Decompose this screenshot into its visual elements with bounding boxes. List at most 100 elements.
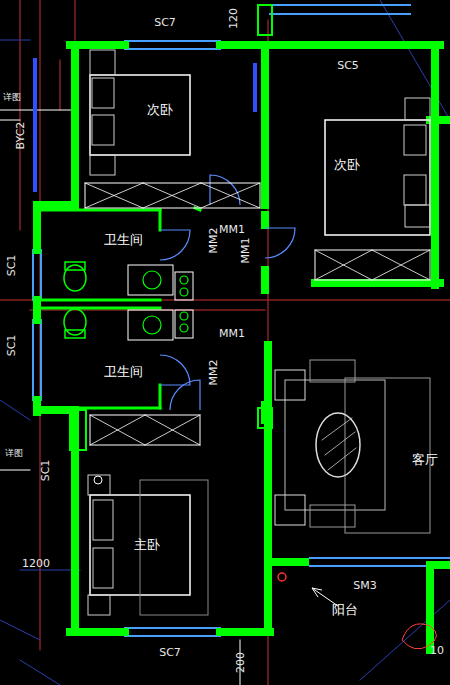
wardrobe-mark xyxy=(90,415,145,445)
drain xyxy=(94,476,102,484)
plan-label: MM1 xyxy=(219,328,245,339)
wall xyxy=(268,558,305,566)
nightstand xyxy=(88,475,110,495)
wardrobe xyxy=(85,183,430,445)
plan-label: 120 xyxy=(228,8,239,29)
pillow xyxy=(93,500,113,540)
window-symbol xyxy=(253,65,257,110)
plan-label: 详图 xyxy=(5,449,23,458)
axis-line xyxy=(20,0,21,230)
room-name: 卫生间 xyxy=(104,363,143,381)
wall xyxy=(431,45,439,285)
side-table xyxy=(275,370,305,525)
bed xyxy=(90,75,190,155)
wall xyxy=(70,628,125,636)
room: 主卧 xyxy=(80,450,260,625)
drain xyxy=(278,573,286,581)
nightstand xyxy=(405,98,430,120)
room-name: 客厅 xyxy=(412,451,438,469)
pillow xyxy=(404,125,426,155)
table-hatch xyxy=(325,432,355,455)
window-symbol xyxy=(270,13,410,15)
pillow xyxy=(92,115,114,145)
side-table xyxy=(275,370,305,400)
basin xyxy=(143,271,161,289)
room-name: 主卧 xyxy=(134,536,160,554)
wardrobe xyxy=(315,250,430,280)
room-name: 次卧 xyxy=(147,101,173,119)
partition-wall xyxy=(159,385,162,408)
coffee-table xyxy=(316,413,360,477)
plan-label: MM2 xyxy=(208,359,219,385)
wall xyxy=(37,201,75,209)
door-swing xyxy=(210,175,240,205)
axis-line xyxy=(60,60,61,110)
door-swing xyxy=(170,380,200,410)
nightstand xyxy=(90,50,115,75)
window-symbol xyxy=(125,48,220,50)
plan-label: SM3 xyxy=(353,580,376,591)
wardrobe-mark xyxy=(85,183,430,445)
wall xyxy=(261,215,269,225)
guide-line xyxy=(0,620,40,640)
guide-line xyxy=(380,0,450,120)
toilet xyxy=(64,265,86,291)
leader-line xyxy=(0,120,20,121)
guide-line xyxy=(360,600,450,680)
window-symbol xyxy=(35,60,255,190)
plan-label: SC7 xyxy=(154,17,176,28)
plan-label: 详图 xyxy=(3,93,21,102)
basin xyxy=(143,316,161,334)
wardrobe-mark xyxy=(143,183,201,208)
room: 卫生间 xyxy=(42,213,157,298)
basin xyxy=(180,312,188,320)
plan-label: 1200 xyxy=(22,558,50,569)
wall xyxy=(37,45,450,650)
wall xyxy=(426,565,434,650)
basin xyxy=(180,288,188,296)
wardrobe xyxy=(90,415,200,445)
wall xyxy=(264,345,272,632)
room-name: 阳台 xyxy=(332,601,358,619)
partition-wall xyxy=(40,407,160,410)
table-hatch xyxy=(322,418,352,440)
vanity xyxy=(175,272,193,300)
wardrobe-mark xyxy=(85,183,143,208)
wall xyxy=(71,410,79,632)
bed xyxy=(90,75,430,595)
plan-label: MM1 xyxy=(240,237,251,263)
basin xyxy=(180,276,188,284)
axis-line xyxy=(0,300,450,301)
sofa xyxy=(310,505,355,527)
room: 次卧 xyxy=(270,50,430,280)
wall xyxy=(33,300,41,320)
nightstand xyxy=(88,50,430,615)
pillow xyxy=(404,175,426,205)
window-symbol xyxy=(40,320,42,400)
nightstand xyxy=(405,205,430,227)
plan-label: 200 xyxy=(235,652,246,673)
wardrobe-mark xyxy=(143,183,201,208)
window-symbol xyxy=(125,40,220,42)
wardrobe-mark xyxy=(201,183,260,208)
wardrobe-mark xyxy=(372,250,430,280)
column xyxy=(258,5,272,35)
toilet-tank xyxy=(65,262,85,338)
vanity xyxy=(128,310,173,340)
pillow xyxy=(93,548,113,588)
column xyxy=(70,5,272,450)
column xyxy=(70,410,86,450)
guide-line xyxy=(0,40,30,41)
leader-line xyxy=(0,110,240,685)
wall xyxy=(310,41,440,49)
vanity xyxy=(175,310,193,338)
wall xyxy=(430,116,450,124)
window-symbol xyxy=(32,250,34,300)
guide-line xyxy=(0,400,30,420)
table-hatch xyxy=(322,418,356,470)
door-swing xyxy=(160,355,190,385)
plan-label: MM1 xyxy=(219,224,245,235)
plan-label: SC1 xyxy=(6,254,17,276)
pillow xyxy=(92,78,114,108)
